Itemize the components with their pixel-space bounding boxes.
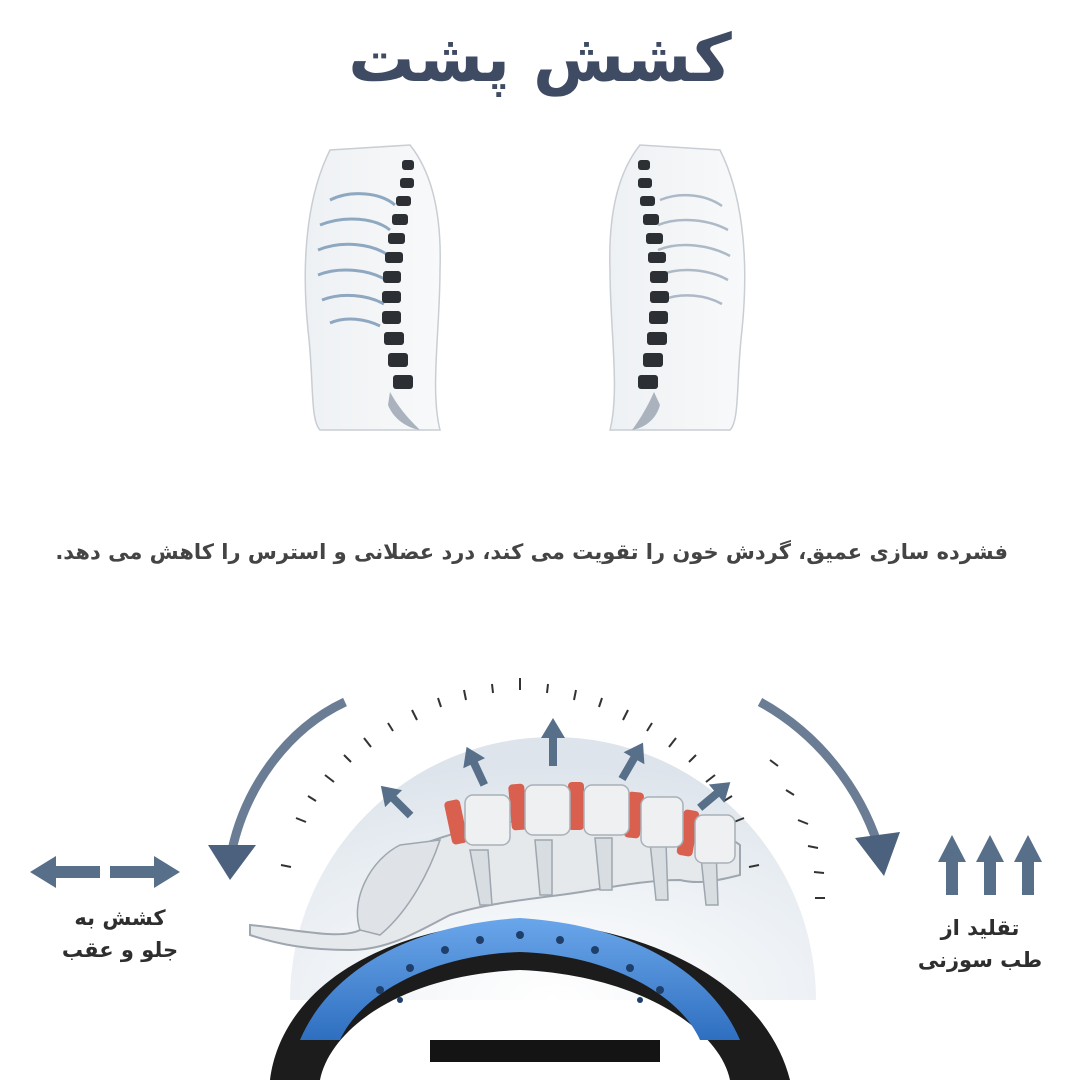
horizontal-double-arrow-icon xyxy=(30,856,180,888)
back-stretcher-device xyxy=(270,918,790,1080)
caption-forward-backward-stretch: کشش به جلو و عقب xyxy=(30,902,210,966)
curved-arrow-head-right xyxy=(855,832,900,876)
radial-arrows xyxy=(380,718,731,819)
caption-right-line1: تقلید از xyxy=(940,916,1020,940)
left-torso xyxy=(304,144,441,431)
product-description: فشرده سازی عمیق، گردش خون را تقویت می کن… xyxy=(55,540,1008,564)
caption-acupuncture-imitation: تقلید از طب سوزنی xyxy=(890,912,1070,976)
triple-up-arrow-icon xyxy=(938,835,1042,895)
caption-left-line1: کشش به xyxy=(74,906,166,930)
right-torso xyxy=(609,144,746,431)
back-stretcher-illustration xyxy=(30,678,1042,1080)
caption-left-line2: جلو و عقب xyxy=(61,938,179,962)
page-title: کشش پشت xyxy=(348,20,732,97)
tick-marks xyxy=(280,678,825,899)
lumbar-spine xyxy=(249,782,741,952)
skeleton-illustration xyxy=(304,144,746,431)
curved-arrows xyxy=(227,697,883,851)
caption-right-line2: طب سوزنی xyxy=(917,948,1043,972)
curved-arrow-head-left xyxy=(208,845,256,880)
